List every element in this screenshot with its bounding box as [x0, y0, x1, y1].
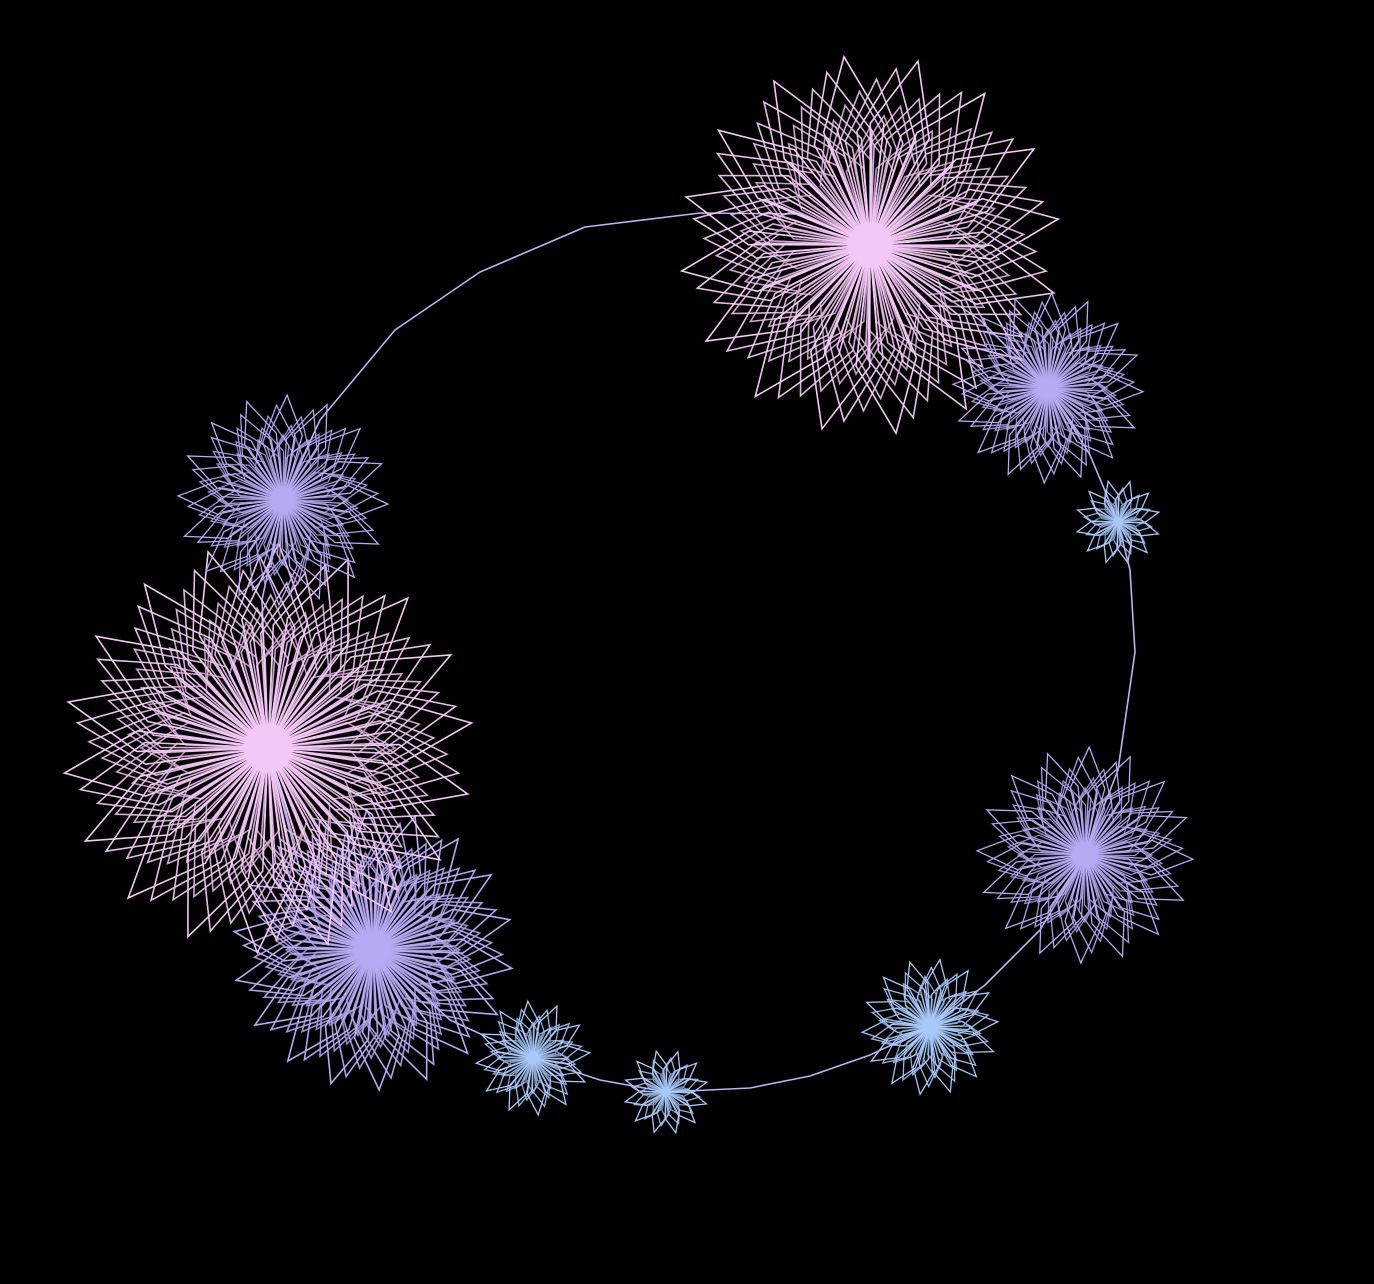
petal-layer	[1075, 479, 1161, 565]
petal-layer	[985, 755, 1185, 955]
petal-layer	[623, 1049, 709, 1135]
petal-layer	[496, 1021, 570, 1095]
petal-layer	[186, 403, 380, 597]
petal-layer	[483, 1008, 583, 1108]
petal-layer	[979, 319, 1117, 457]
petal-layer	[474, 999, 592, 1117]
petal-layer	[960, 300, 1136, 476]
petal-layer	[975, 745, 1195, 965]
petal-layer	[951, 291, 1145, 485]
flower-8	[232, 808, 514, 1092]
petal-layer	[970, 310, 1126, 466]
flower-6	[623, 1049, 709, 1135]
petal-layer	[489, 1014, 577, 1102]
petal-layer	[739, 114, 1001, 376]
petal-layer	[75, 554, 461, 942]
petal-layer	[126, 606, 410, 890]
petal-layer	[630, 1056, 702, 1128]
petal-layer	[679, 54, 1061, 436]
flower-5	[860, 958, 1000, 1096]
flower-3	[1075, 479, 1161, 565]
petal-layer	[1082, 486, 1154, 558]
flower-4	[975, 745, 1195, 965]
petal-layer	[860, 958, 1000, 1096]
petal-layer	[878, 975, 982, 1079]
petal-layer	[252, 830, 494, 1070]
petal-layer	[139, 621, 397, 875]
flower-layer	[62, 54, 1195, 1135]
petal-layer	[987, 327, 1109, 449]
petal-layer	[176, 393, 390, 607]
petal-layer	[870, 966, 990, 1088]
petal-layer	[241, 819, 505, 1081]
petal-layer	[1006, 776, 1164, 934]
flower-10	[176, 393, 390, 607]
flower-7	[474, 999, 592, 1117]
petal-layer	[997, 767, 1173, 943]
petal-layer	[216, 433, 350, 567]
petal-layer	[1016, 786, 1154, 924]
petal-layer	[206, 423, 360, 577]
petal-layer	[197, 414, 369, 586]
flower-1	[679, 54, 1061, 436]
petal-layer	[702, 77, 1038, 413]
petal-layer	[87, 568, 449, 928]
petal-layer	[100, 581, 436, 915]
petal-layer	[115, 593, 421, 903]
petal-layer	[692, 67, 1048, 423]
flower-2	[951, 291, 1145, 485]
